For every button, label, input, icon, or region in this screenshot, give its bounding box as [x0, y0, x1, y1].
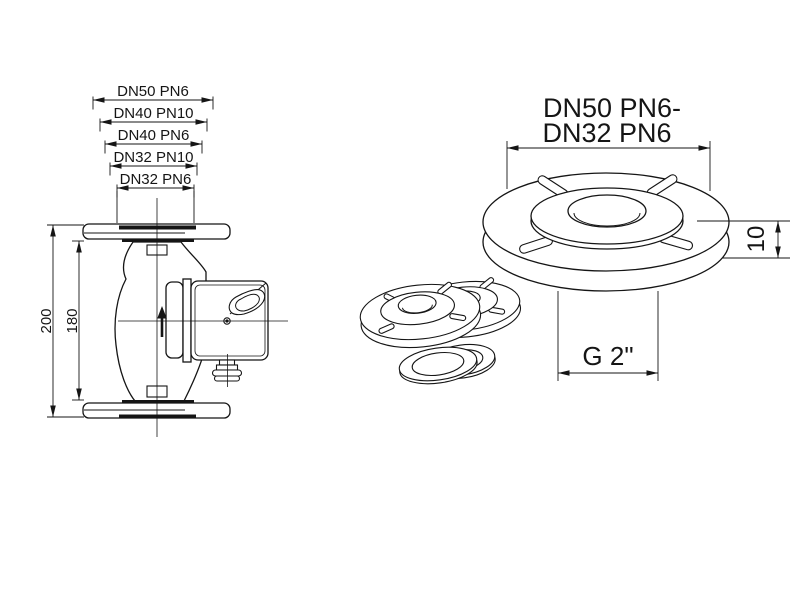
gasket-front: [398, 346, 478, 385]
terminal-box-inner: [194, 284, 266, 357]
dim-flange-width: [506, 141, 711, 191]
dim-row-dn32-pn10: DN32 PN10: [109, 149, 198, 176]
flange-title-line1: DN50 PN6-: [543, 93, 681, 123]
motor-flange-plate: [182, 278, 192, 363]
dim-row-dn50-pn6: DN50 PN6: [92, 83, 214, 110]
dim-overall-height-200: 200: [38, 224, 84, 418]
flange-bore-wall: [573, 212, 641, 227]
speed-selector-knob-inner: [235, 293, 260, 312]
flow-direction-arrow-icon: [157, 306, 167, 337]
dim-thickness-10: 10: [697, 220, 790, 259]
pump-bottom-flange: [82, 400, 231, 419]
flange-options-dimensions: DN50 PN6 DN40 PN10 DN40 PN6 DN32 PN10 DN…: [92, 83, 214, 223]
pump-motor-head: [165, 278, 269, 382]
dim-row-dn40-pn10: DN40 PN10: [99, 105, 208, 132]
dim-thread-g2: G 2": [557, 291, 659, 381]
small-flange-front: [359, 281, 482, 349]
flange-detail-dimensions: DN50 PN6- DN32 PN6 10 G 2": [506, 93, 790, 381]
flange-title-line2: DN32 PN6: [542, 118, 671, 148]
pump-side-view: [82, 198, 288, 437]
height-dimensions: 200 180: [38, 224, 84, 418]
flange-bore-hole: [567, 194, 647, 228]
flange-detail-view: [482, 172, 730, 292]
speed-selector-knob-icon: [228, 289, 266, 316]
motor-can: [165, 281, 184, 359]
dim-label: 10: [743, 226, 770, 253]
dim-label: G 2": [582, 341, 633, 371]
dim-row-dn32-pn6: DN32 PN6: [116, 171, 195, 198]
dim-label: DN40 PN6: [118, 127, 190, 144]
cable-gland: [211, 359, 243, 382]
dim-label: DN50 PN6: [117, 83, 189, 100]
dim-label: 180: [64, 308, 81, 333]
dim-label: 200: [38, 308, 55, 333]
pump-top-flange: [82, 223, 231, 242]
dim-row-dn40-pn6: DN40 PN6: [104, 127, 203, 154]
dim-label: DN32 PN6: [120, 171, 192, 188]
dim-label: DN40 PN10: [113, 105, 193, 122]
dim-label: DN32 PN10: [113, 149, 193, 166]
dim-port-distance-180: 180: [64, 240, 84, 401]
flange-stack-isometric: [359, 277, 522, 385]
